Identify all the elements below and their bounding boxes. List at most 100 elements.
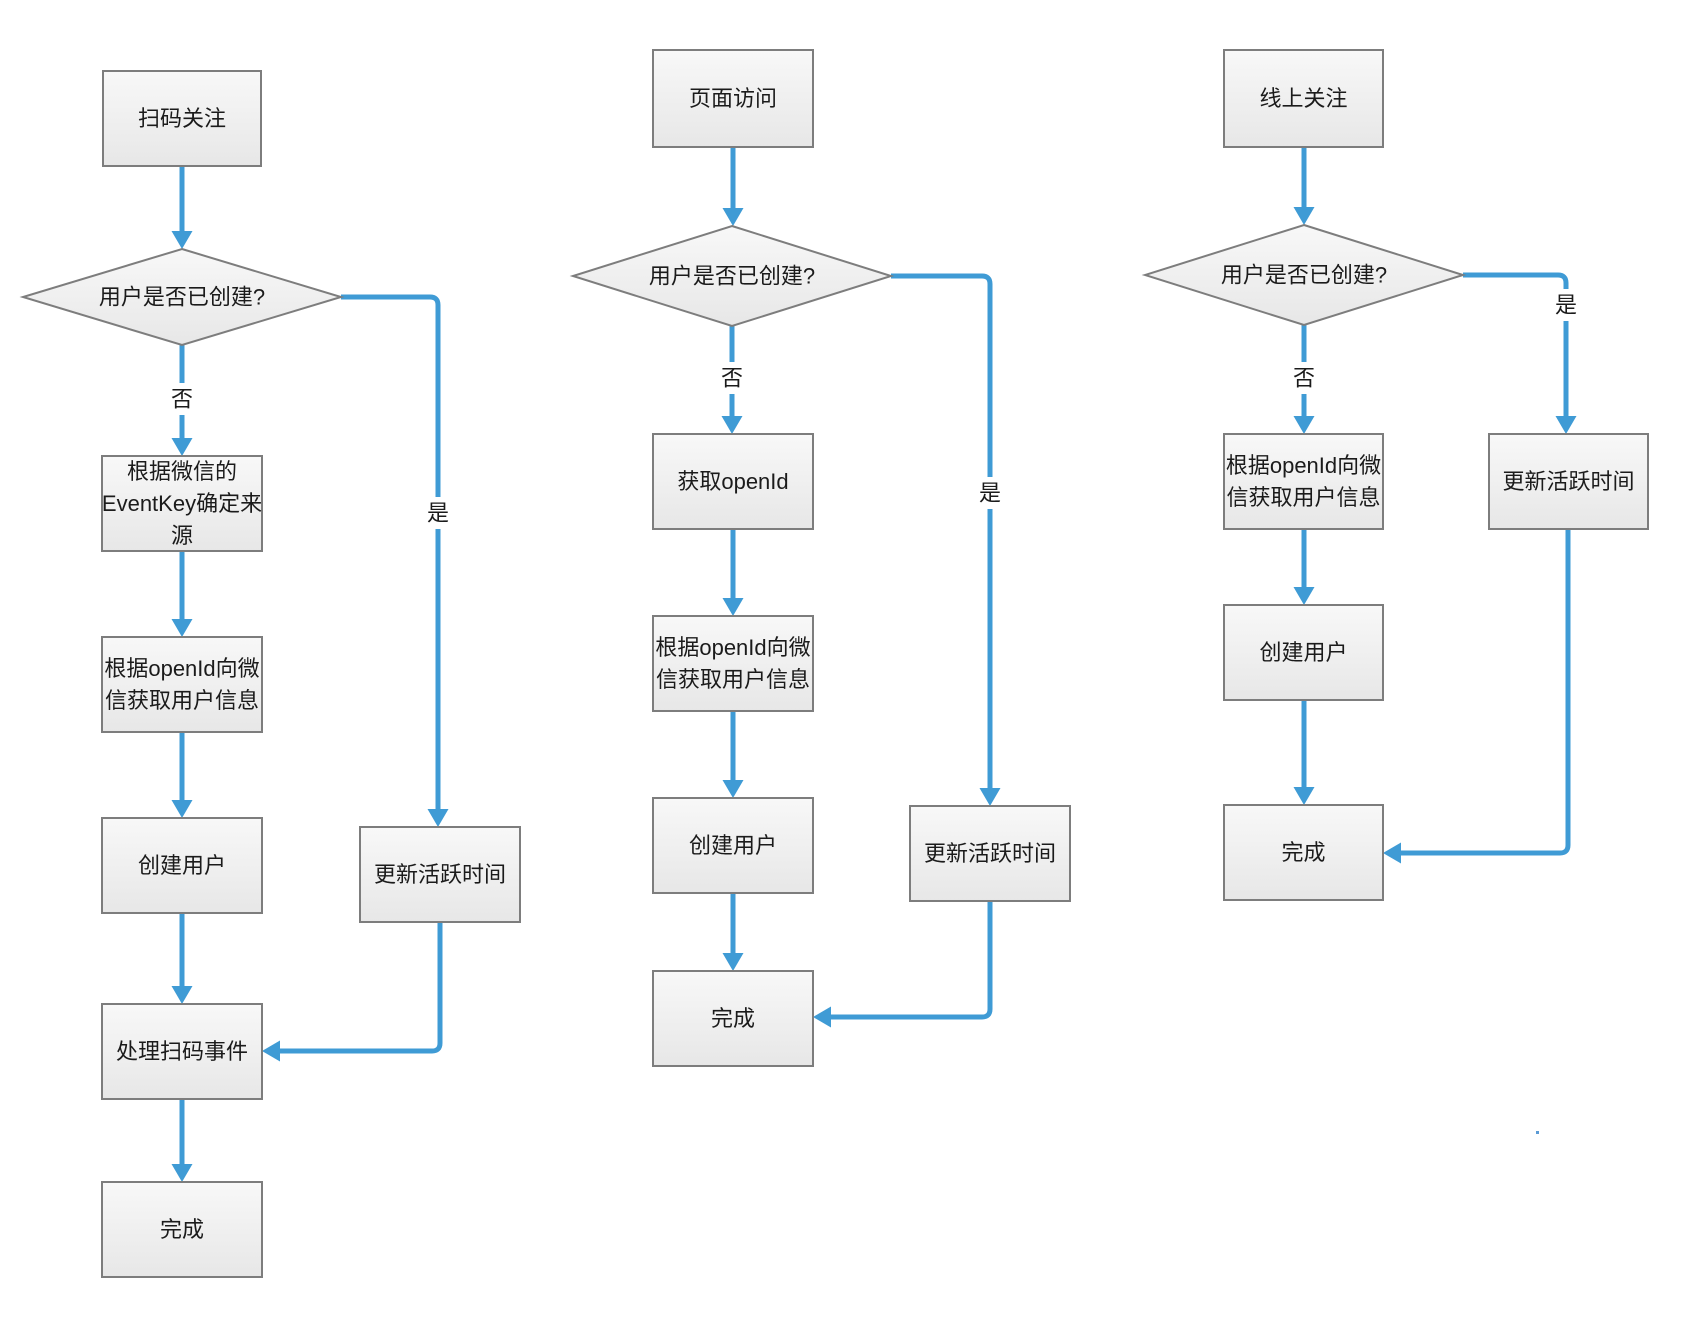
process-shape [359,826,521,923]
label-backdrop [1288,362,1320,394]
node-label-line: EventKey确定来 [102,491,262,516]
node-page-visit-create-user: 创建用户 [652,797,814,894]
arrowhead-icon [171,986,193,1004]
branch-label-否: 否 [1288,362,1320,394]
label-backdrop [716,362,748,394]
arrowhead-icon [171,1164,193,1182]
branch-label-text: 否 [171,387,193,412]
node-label-line: 根据openId向微 [1226,453,1381,478]
node-label-line: 更新活跃时间 [1502,469,1634,494]
arrowhead-icon [427,809,449,827]
node-page-visit-check-created: 用户是否已创建? [569,224,895,328]
edge-update-active-to-done [813,901,993,1028]
node-label-line: 用户是否已创建? [1221,263,1387,288]
flow-online-follow: 否是线上关注用户是否已创建?根据openId向微信获取用户信息创建用户完成更新活… [1141,49,1649,901]
arrowhead-icon [722,208,744,226]
label-backdrop [166,383,198,415]
process-shape [652,433,814,530]
process-shape [1488,433,1649,530]
process-shape [101,455,263,552]
node-page-visit-done: 完成 [652,970,814,1067]
node-label-line: 完成 [1281,840,1325,865]
edge-check-created-to-update-active: 是 [1463,272,1582,434]
process-shape [101,817,263,914]
branch-label-是: 是 [422,497,454,529]
edge-fetch-user-to-create-user [722,711,744,798]
node-label-line: 扫码关注 [138,106,226,131]
edge-start-to-check-created [171,166,193,249]
node-label-line: 信获取用户信息 [105,688,259,713]
node-online-follow-update-active: 更新活跃时间 [1488,433,1649,530]
branch-label-否: 否 [166,383,198,415]
node-scan-code-follow-done: 完成 [101,1181,263,1278]
node-page-visit-start: 页面访问 [652,49,814,148]
node-scan-code-follow-check-created: 用户是否已创建? [19,247,345,347]
arrowhead-icon [1555,416,1577,434]
node-label-line: 用户是否已创建? [99,285,265,310]
arrowhead-icon [1293,587,1315,605]
connector-line [1463,272,1569,416]
node-label-line: 根据微信的 [127,459,237,484]
branch-label-text: 否 [721,366,743,391]
node-scan-code-follow-handle-scan: 处理扫码事件 [101,1003,263,1100]
edge-check-created-to-update-active: 是 [341,294,454,827]
edge-check-created-to-event-key: 否 [166,345,198,456]
node-label-line: 创建用户 [1259,640,1347,665]
decision-shape [19,247,345,347]
node-label-line: 处理扫码事件 [116,1039,248,1064]
process-shape [652,615,814,712]
arrowhead-icon [171,438,193,456]
stray-dot [1536,1131,1539,1134]
arrowhead-icon [722,780,744,798]
arrowhead-icon [722,598,744,616]
node-scan-code-follow-update-active: 更新活跃时间 [359,826,521,923]
node-online-follow-start: 线上关注 [1223,49,1384,148]
decision-shape [1141,223,1467,327]
process-shape [909,805,1071,902]
arrowhead-icon [813,1006,831,1028]
arrowhead-icon [979,788,1001,806]
branch-label-否: 否 [716,362,748,394]
node-label-line: 获取openId [677,469,788,494]
edge-start-to-check-created [722,147,744,226]
edge-fetch-user-to-create-user [1293,529,1315,605]
edge-create-user-to-done [722,893,744,971]
node-online-follow-check-created: 用户是否已创建? [1141,223,1467,327]
process-shape [1223,604,1384,701]
connector-line [1401,529,1571,856]
node-label-line: 信获取用户信息 [1226,485,1380,510]
branch-label-text: 是 [1555,293,1577,318]
arrowhead-icon [1293,416,1315,434]
process-shape [102,70,262,167]
process-shape [652,49,814,148]
edge-fetch-user-to-create-user [171,732,193,818]
edge-create-user-to-done [1293,700,1315,805]
flow-page-visit: 否是页面访问用户是否已创建?获取openId根据openId向微信获取用户信息创… [569,49,1071,1067]
label-backdrop [422,497,454,529]
node-label-line: 创建用户 [689,833,777,858]
node-label-line: 根据openId向微 [655,635,810,660]
branch-label-是: 是 [1550,289,1582,321]
process-shape [652,797,814,894]
decision-shape [569,224,895,328]
arrowhead-icon [721,416,743,434]
connector-line [891,273,993,788]
node-label-line: 线上关注 [1259,86,1347,111]
arrowhead-icon [171,800,193,818]
node-label-line: 完成 [711,1006,755,1031]
arrowhead-icon [1383,842,1401,864]
arrowhead-icon [262,1040,280,1062]
edge-update-active-to-handle-scan [262,922,443,1062]
process-shape [1223,804,1384,901]
node-label-line: 源 [171,523,193,548]
edge-create-user-to-handle-scan [171,913,193,1004]
connector-line [831,901,993,1020]
